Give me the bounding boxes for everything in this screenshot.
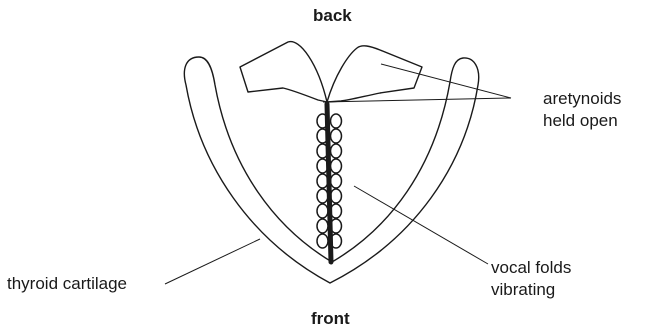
back-label: back: [313, 6, 352, 26]
right-arytenoid: [327, 46, 422, 102]
front-label: front: [311, 309, 350, 329]
arytenoids-label-line1: aretynoids: [543, 89, 621, 109]
left-arytenoid: [240, 42, 327, 102]
thyroid-cartilage-label: thyroid cartilage: [7, 274, 127, 294]
vocal-folds-label-line2: vibrating: [491, 280, 555, 300]
arytenoids-label-line2: held open: [543, 111, 618, 131]
thyroid-leader: [165, 239, 260, 284]
vocal-folds-label-line1: vocal folds: [491, 258, 571, 278]
